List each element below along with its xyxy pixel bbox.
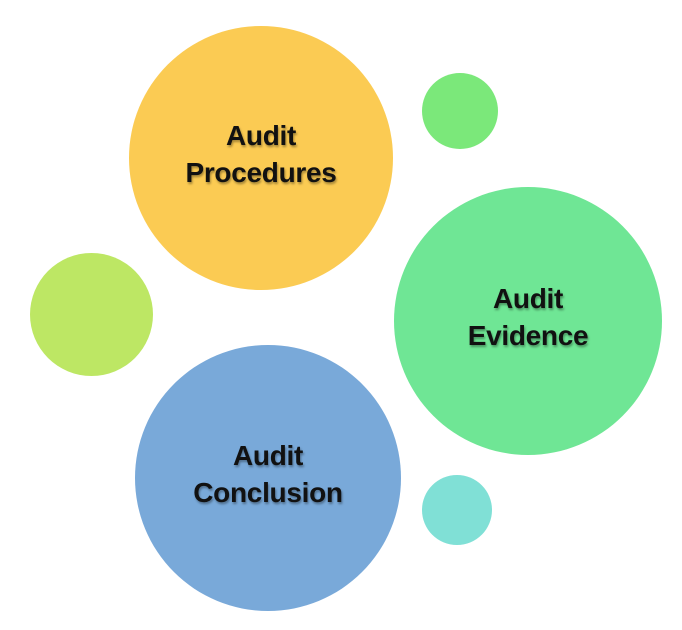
audit-procedures-label-line-1: Audit bbox=[225, 120, 297, 151]
audit-evidence-bubble: Audit Evidence bbox=[394, 187, 662, 455]
audit-conclusion-bubble: Audit Conclusion bbox=[135, 345, 401, 611]
audit-procedures-label-line-2: Procedures bbox=[185, 157, 337, 188]
accent-bubble-teal bbox=[422, 475, 492, 545]
audit-procedures-bubble: Audit Procedures bbox=[129, 26, 393, 290]
audit-conclusion-label-line-1: Audit bbox=[232, 440, 304, 471]
audit-conclusion-label-line-2: Conclusion bbox=[193, 477, 343, 508]
audit-evidence-label-line-2: Evidence bbox=[467, 320, 589, 351]
accent-bubble-green bbox=[422, 73, 498, 149]
accent-bubble-lime bbox=[30, 253, 153, 376]
audit-evidence-label-line-1: Audit bbox=[492, 283, 564, 314]
